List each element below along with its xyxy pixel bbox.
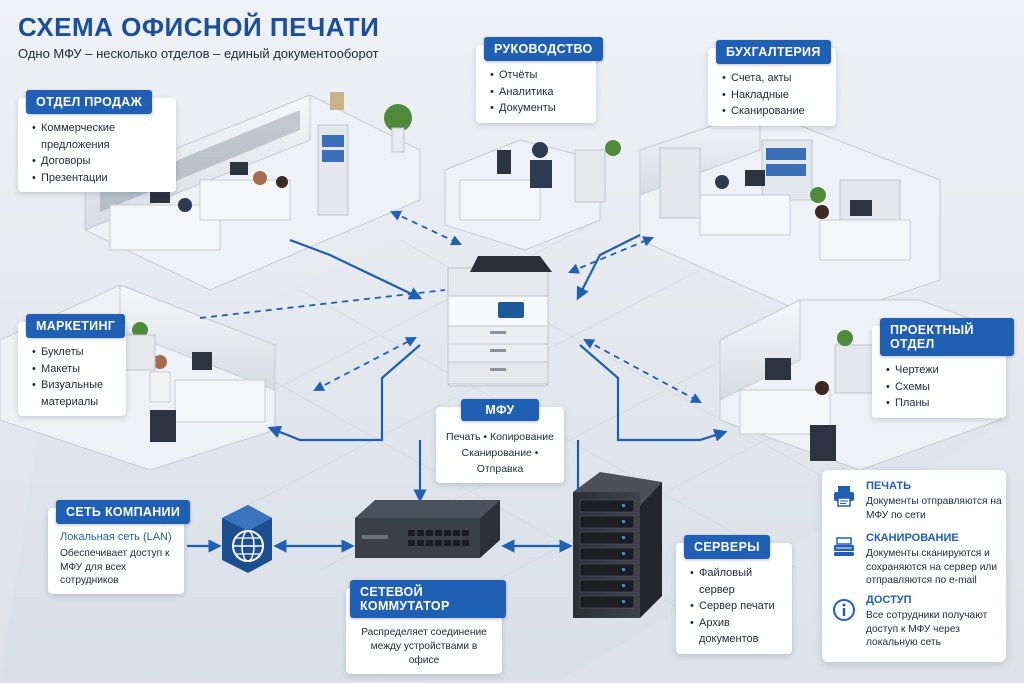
accounting-room xyxy=(639,109,941,321)
network-description: Обеспечивает доступ к МФУ для всех сотру… xyxy=(60,548,170,586)
card-network: СЕТЬ КОМПАНИИ Локальная сеть (LAN) Обесп… xyxy=(48,500,191,594)
info-scan-title: СКАНИРОВАНИЕ xyxy=(866,532,959,544)
card-accounting-list: Счета, акты Накладные Сканирование xyxy=(708,70,836,120)
list-item: Макеты xyxy=(32,361,114,378)
list-item: Счета, акты xyxy=(722,70,824,87)
card-accounting-title: БУХГАЛТЕРИЯ xyxy=(716,40,831,64)
card-marketing-list: Буклеты Макеты Визуальные материалы xyxy=(18,344,126,410)
page-title: СХЕМА ОФИСНОЙ ПЕЧАТИ xyxy=(18,12,380,42)
mfu-functions-line1: Печать • Копирование xyxy=(446,431,554,443)
list-item: Документы xyxy=(490,100,584,117)
switch-description: Распределяет соединение между устройства… xyxy=(361,627,487,666)
card-sales-title: ОТДЕЛ ПРОДАЖ xyxy=(26,90,153,114)
list-item: Накладные xyxy=(722,87,824,104)
list-item: Схемы xyxy=(886,379,994,396)
list-item: Аналитика xyxy=(490,84,584,101)
card-switch: СЕТЕВОЙ КОММУТАТОР Распределяет соединен… xyxy=(346,580,506,674)
list-item: Сканирование xyxy=(722,103,824,120)
card-project-title: ПРОЕКТНЫЙ ОТДЕЛ xyxy=(880,318,1014,356)
card-sales: ОТДЕЛ ПРОДАЖ Коммерческие предложения До… xyxy=(18,90,176,192)
card-servers-title: СЕРВЕРЫ xyxy=(684,535,770,559)
card-management-title: РУКОВОДСТВО xyxy=(484,37,603,61)
info-icon xyxy=(833,599,855,621)
mfu-device xyxy=(447,256,552,387)
list-item: Буклеты xyxy=(32,344,114,361)
info-print-title: ПЕЧАТЬ xyxy=(866,480,911,492)
card-management-list: Отчёты Аналитика Документы xyxy=(476,67,596,117)
card-switch-title: СЕТЕВОЙ КОММУТАТОР xyxy=(350,580,506,618)
list-item: Отчёты xyxy=(490,67,584,84)
card-network-title: СЕТЬ КОМПАНИИ xyxy=(56,500,191,524)
network-switch xyxy=(355,500,500,558)
list-item: Планы xyxy=(886,395,994,412)
list-item: Сервер печати xyxy=(690,598,780,615)
info-panel: ПЕЧАТЬ Документы отправляются на МФУ по … xyxy=(822,470,1006,662)
card-marketing: МАРКЕТИНГ Буклеты Макеты Визуальные мате… xyxy=(18,314,126,416)
info-print-text: Документы отправляются на МФУ по сети xyxy=(866,496,1002,521)
mfu-functions-line2: Сканирование • Отправка xyxy=(461,447,539,475)
card-management: РУКОВОДСТВО Отчёты Аналитика Документы xyxy=(476,37,603,123)
list-item: Коммерческие предложения xyxy=(32,120,164,153)
page-subtitle: Одно МФУ – несколько отделов – единый до… xyxy=(18,46,379,61)
card-sales-list: Коммерческие предложения Договоры Презен… xyxy=(18,120,176,186)
card-servers-list: Файловый сервер Сервер печати Архив доку… xyxy=(676,565,792,648)
info-access-title: ДОСТУП xyxy=(866,594,912,606)
scanner-icon xyxy=(834,537,854,556)
card-project-list: Чертежи Схемы Планы xyxy=(872,362,1006,412)
list-item: Архив документов xyxy=(690,615,780,648)
list-item: Файловый сервер xyxy=(690,565,780,598)
printer-icon xyxy=(834,486,854,507)
network-cube xyxy=(222,505,272,573)
card-servers: СЕРВЕРЫ Файловый сервер Сервер печати Ар… xyxy=(676,535,792,654)
card-marketing-title: МАРКЕТИНГ xyxy=(26,314,126,338)
card-accounting: БУХГАЛТЕРИЯ Счета, акты Накладные Сканир… xyxy=(708,40,836,126)
info-access-text: Все сотрудники получают доступ к МФУ чер… xyxy=(866,610,988,648)
list-item: Презентации xyxy=(32,170,164,187)
info-scan-text: Документы сканируются и сохраняются на с… xyxy=(866,548,998,586)
card-mfu-title: МФУ xyxy=(461,399,539,421)
list-item: Договоры xyxy=(32,153,164,170)
data-flow-links xyxy=(199,210,702,404)
server-rack xyxy=(573,472,662,618)
network-lan-label: Локальная сеть (LAN) xyxy=(60,531,172,543)
list-item: Визуальные материалы xyxy=(32,377,114,410)
card-mfu: МФУ Печать • Копирование Сканирование • … xyxy=(436,399,564,483)
list-item: Чертежи xyxy=(886,362,994,379)
card-project: ПРОЕКТНЫЙ ОТДЕЛ Чертежи Схемы Планы xyxy=(872,318,1014,418)
